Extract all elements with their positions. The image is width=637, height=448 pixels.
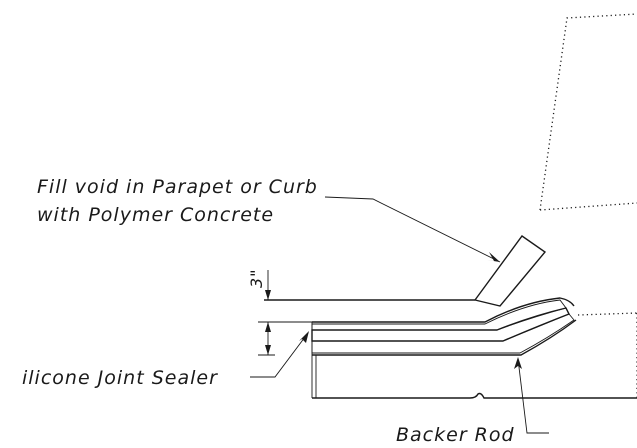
label-silicone-sealer: ilicone Joint Sealer [22,367,218,389]
dimension-lines [258,270,312,356]
silicone-sealer-band [311,307,570,342]
label-dimension-3in: 3" [247,268,266,288]
label-fill-void-line2: with Polymer Concrete [37,204,274,226]
label-fill-void-line1: Fill void in Parapet or Curb [37,176,318,198]
dimension-arrows [265,290,271,355]
polymer-concrete-fill [473,235,547,307]
leader-backer-rod [517,358,549,434]
backer-rod-band [311,313,575,354]
leader-fill-void [324,196,501,263]
band-outline-top [312,297,575,323]
leader-silicone-arrow [299,331,309,343]
curb-outline [577,312,637,398]
band-outline-bottom [312,319,577,356]
parapet-outline [539,13,637,211]
leader-silicone [250,332,309,378]
joint-left-edge [311,322,317,398]
leader-fill-void-arrow [487,252,500,262]
leader-backer-rod-arrow [514,357,522,369]
label-backer-rod: Backer Rod [396,424,515,446]
deck-lower-line [312,392,637,399]
